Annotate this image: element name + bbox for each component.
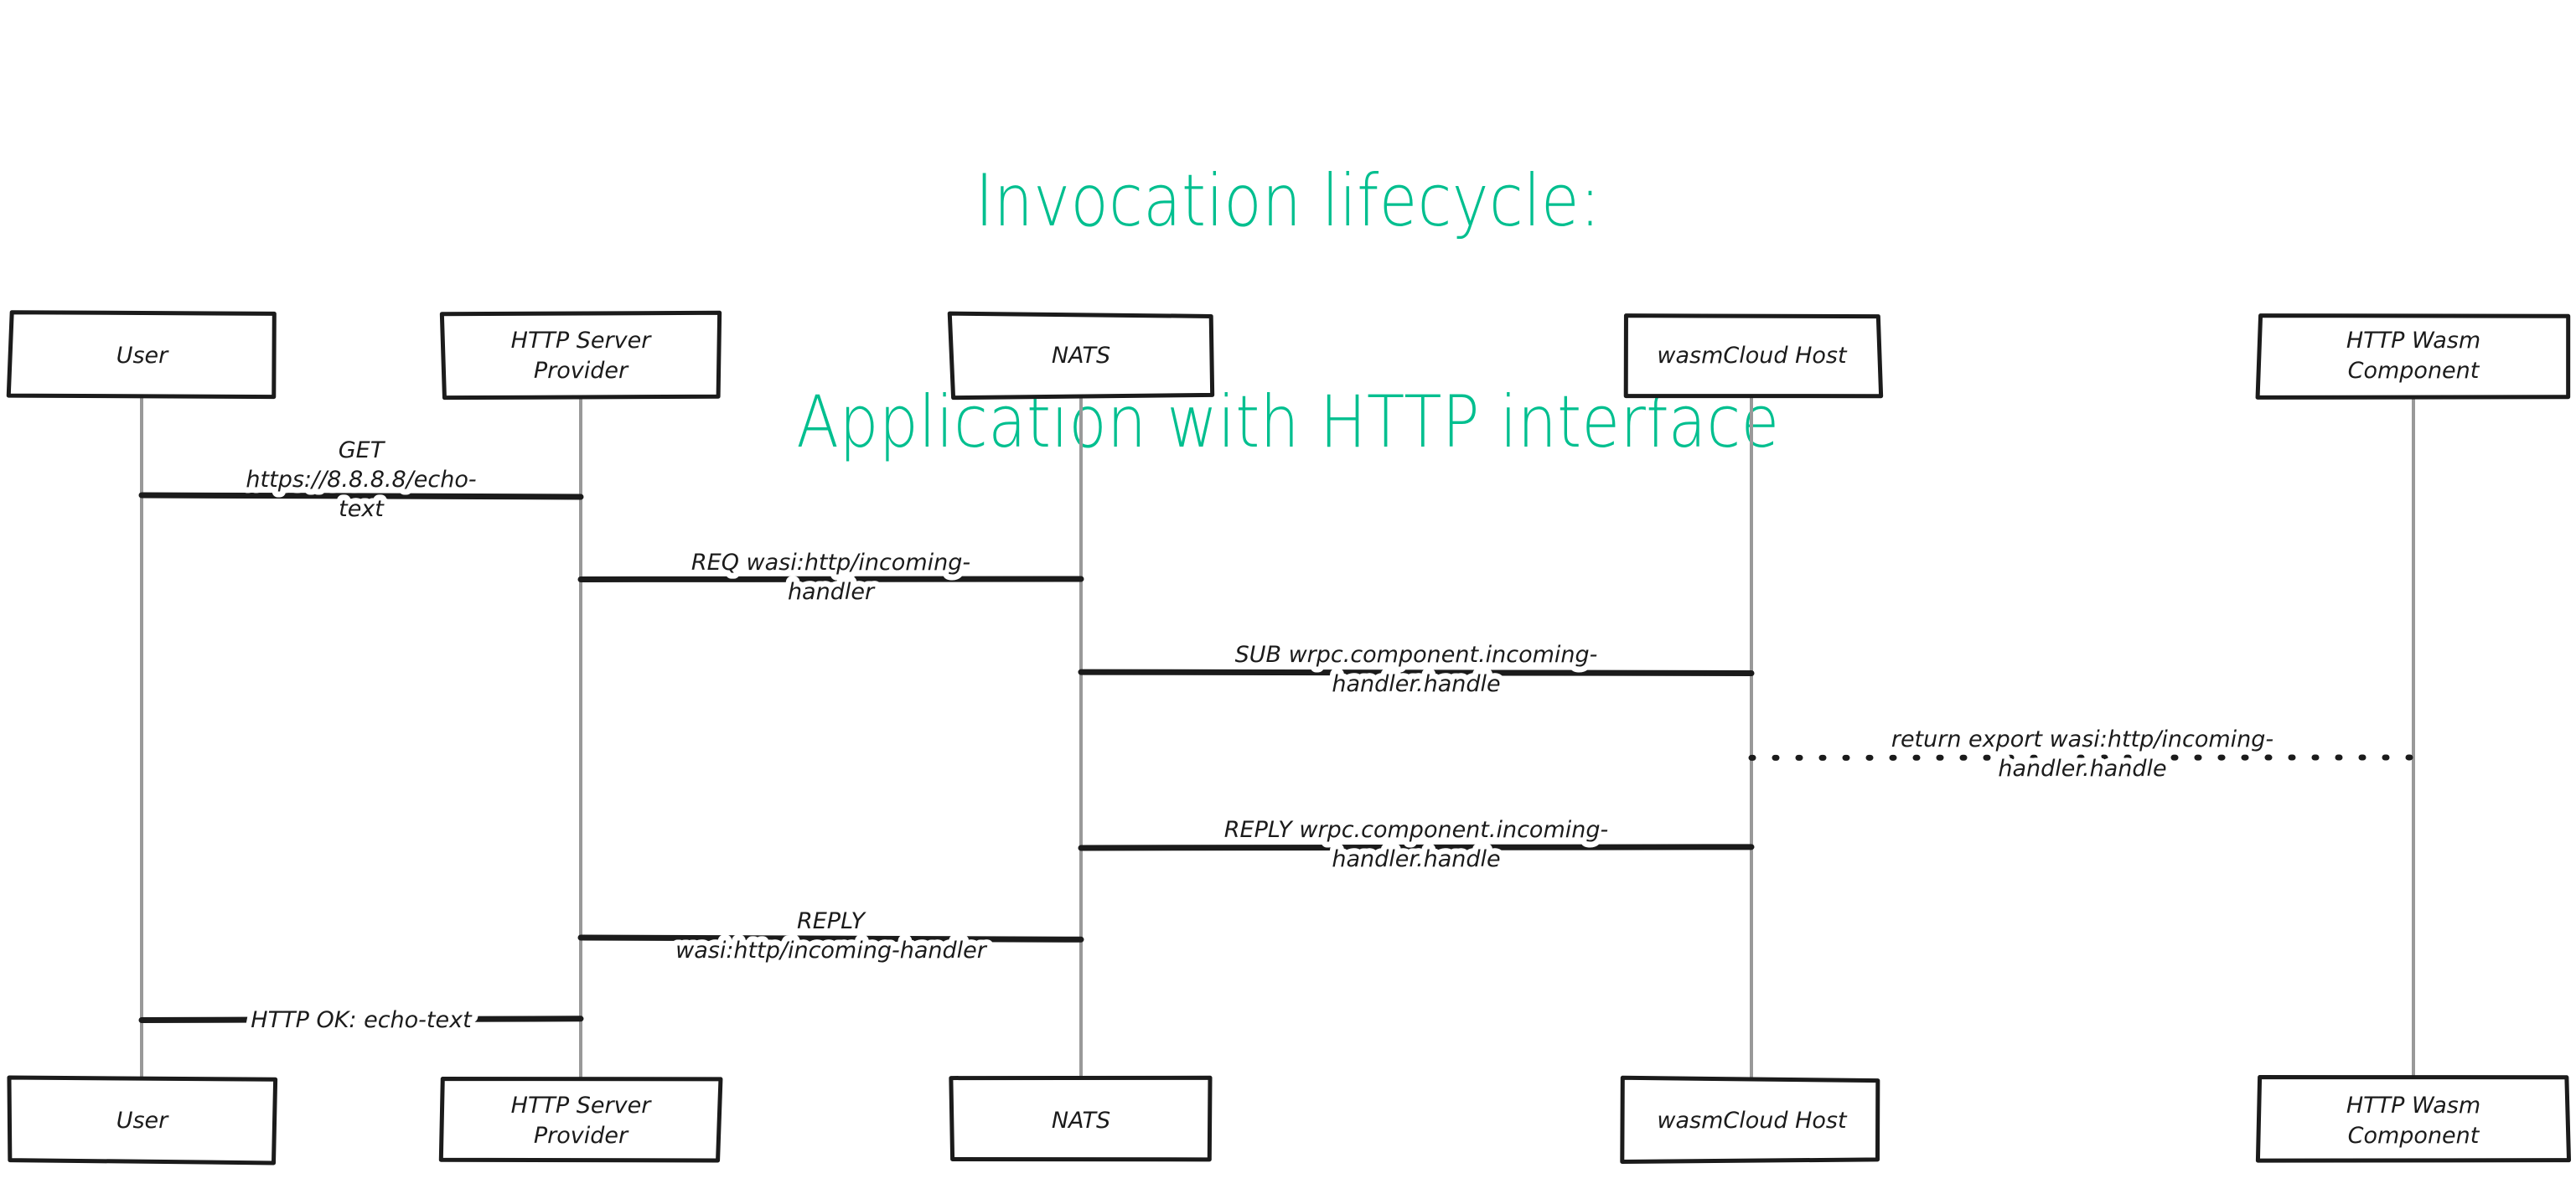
message-label: GET (339, 437, 386, 463)
actor-label: User (116, 343, 169, 369)
actor-label: HTTP Server (511, 328, 653, 354)
message-label: handler.handle (1332, 671, 1500, 697)
message-label-halo: HTTP OK: echo-text (251, 1007, 473, 1033)
message-line (1078, 844, 1755, 851)
message-label: https://8.8.8.8/echo- (246, 467, 476, 493)
message-label: REPLY (797, 908, 867, 934)
message-msg-reply-incoming-handler[interactable]: REPLYREPLYwasi:http/incoming-handlerwasi… (577, 902, 1084, 969)
actor-box-outline (2255, 1074, 2572, 1163)
message-label-halo: return export wasi:http/incoming- (1891, 726, 2273, 752)
message-label-halo: REPLY (797, 908, 867, 934)
message-label-halo: SUB wrpc.component.incoming- (1235, 642, 1598, 668)
actor-label: NATS (1052, 1108, 1110, 1134)
actor-box-user[interactable]: User (7, 1075, 278, 1166)
actor-box-wasmcloud-host[interactable]: wasmCloud Host (1620, 1075, 1880, 1165)
message-label-halo: handler.handle (1332, 846, 1500, 872)
message-label: handler.handle (1332, 846, 1500, 872)
message-msg-return-export[interactable]: return export wasi:http/incoming-return … (1748, 721, 2417, 788)
actor-box-nats[interactable]: NATS (947, 311, 1215, 401)
message-label: REPLY wrpc.component.incoming- (1224, 817, 1609, 843)
actor-label: NATS (1052, 343, 1110, 369)
actor-box-outline (1620, 1075, 1880, 1165)
actor-box-outline (439, 310, 722, 401)
message-label-halo: https://8.8.8.8/echo- (246, 467, 476, 493)
message-label: HTTP OK: echo-text (251, 1007, 473, 1033)
message-label: SUB wrpc.component.incoming- (1235, 642, 1598, 668)
messages-group: GETGEThttps://8.8.8.8/echo-https://8.8.8… (138, 432, 2417, 1039)
actor-label: HTTP Server (511, 1093, 653, 1119)
actor-box-outline (7, 1075, 278, 1166)
actor-label: wasmCloud Host (1657, 343, 1848, 369)
actor-label: HTTP Wasm (2346, 1093, 2480, 1119)
actor-box-user[interactable]: User (6, 310, 277, 400)
message-label-halo: wasi:http/incoming-handler (675, 938, 988, 964)
actor-box-outline (1623, 313, 1884, 399)
message-label-halo: handler (788, 579, 876, 605)
actor-label: wasmCloud Host (1657, 1108, 1848, 1134)
message-label: wasi:http/incoming-handler (675, 938, 988, 964)
message-msg-reply-wrpc[interactable]: REPLY wrpc.component.incoming-REPLY wrpc… (1078, 811, 1755, 878)
actor-box-nats[interactable]: NATS (949, 1075, 1213, 1162)
lifelines-group (140, 396, 2415, 1079)
message-label: handler.handle (1998, 756, 2166, 782)
message-line (1078, 669, 1755, 676)
message-label-halo: handler.handle (1998, 756, 2166, 782)
message-label: return export wasi:http/incoming- (1891, 726, 2273, 752)
actor-label: Component (2348, 358, 2480, 384)
message-line (577, 934, 1084, 943)
actor-label: Provider (534, 358, 629, 384)
actor-box-outline (947, 311, 1215, 401)
actor-box-outline (2255, 313, 2571, 400)
message-label: REQ wasi:http/incoming- (691, 550, 970, 576)
actor-label: Component (2348, 1123, 2480, 1149)
actor-box-wasmcloud-host[interactable]: wasmCloud Host (1623, 313, 1884, 399)
actor-label: Provider (534, 1123, 629, 1149)
message-label: text (339, 496, 385, 522)
message-line (138, 492, 584, 500)
message-msg-get[interactable]: GETGEThttps://8.8.8.8/echo-https://8.8.8… (138, 432, 584, 528)
message-label: handler (788, 579, 876, 605)
message-label-halo: GET (339, 437, 386, 463)
message-label-halo: text (339, 496, 385, 522)
actor-box-outline (438, 1077, 723, 1163)
message-label-halo: REQ wasi:http/incoming- (691, 550, 970, 576)
message-msg-req-incoming-handler[interactable]: REQ wasi:http/incoming-REQ wasi:http/inc… (577, 544, 1084, 611)
actor-box-outline (6, 310, 277, 400)
message-label-halo: handler.handle (1332, 671, 1500, 697)
message-label-halo: REPLY wrpc.component.incoming- (1224, 817, 1609, 843)
actor-label: User (116, 1108, 169, 1134)
actor-label: HTTP Wasm (2346, 328, 2480, 354)
actor-box-outline (949, 1075, 1213, 1162)
message-msg-sub-wrpc[interactable]: SUB wrpc.component.incoming-SUB wrpc.com… (1078, 636, 1755, 703)
message-line (138, 1016, 584, 1023)
